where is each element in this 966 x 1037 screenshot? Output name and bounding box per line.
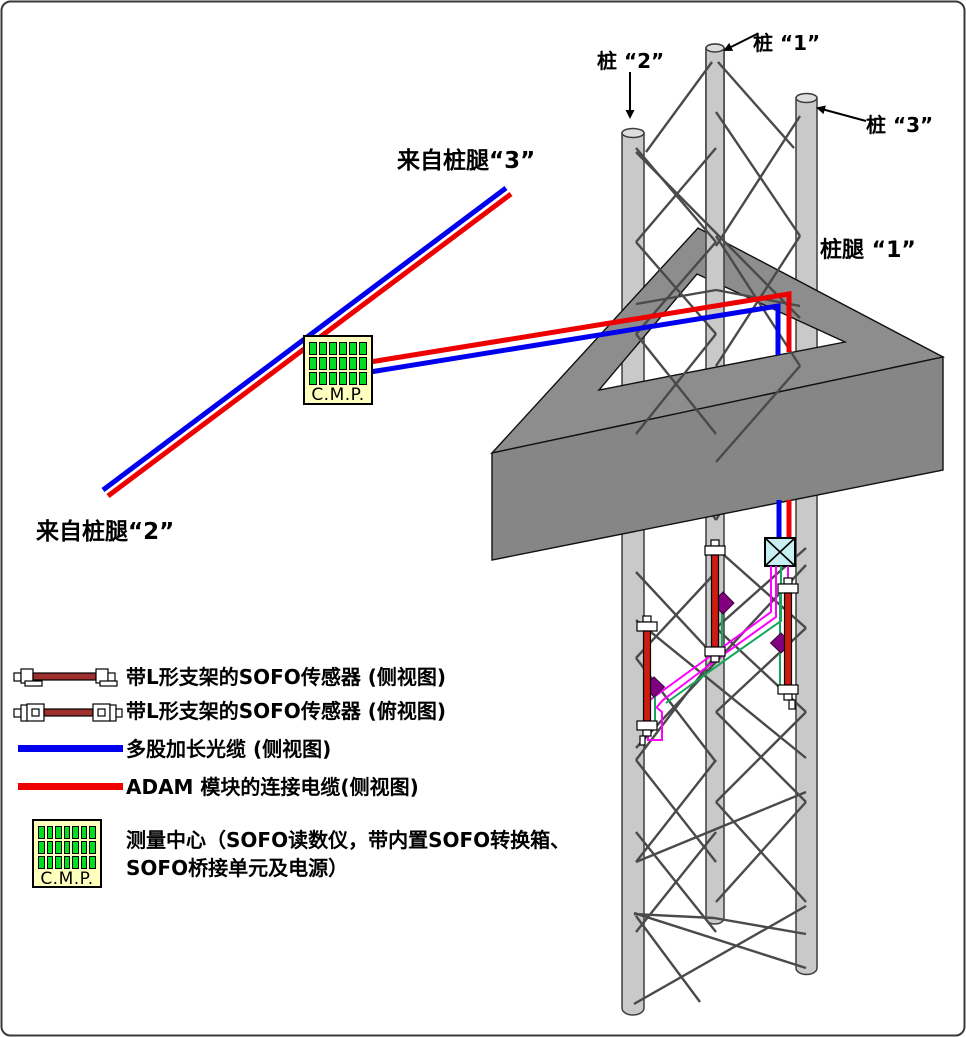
pile-2-label: 桩 “2”	[597, 49, 665, 73]
from-pile-leg-3-label: 来自桩腿“3”	[397, 148, 536, 174]
pile-3	[795, 92, 818, 976]
cable-risers-below-plate	[776, 500, 792, 542]
cmp-grid	[309, 342, 367, 385]
pile-3-arrow	[816, 105, 867, 122]
cmp-box: C.M.P.	[303, 335, 373, 405]
legend-label-fiber: 多股加长光缆 (侧视图)	[126, 737, 332, 761]
fiber-cable-icon	[18, 745, 123, 752]
sofo-sensor-left	[636, 615, 658, 746]
legend-label-cmp: 测量中心（SOFO读数仪，带内置SOFO转换箱、 SOFO桥接单元及电源）	[126, 828, 571, 880]
legend-cmp-label: C.M.P.	[40, 869, 94, 889]
cmp-box-label: C.M.P.	[311, 385, 365, 405]
sofo-sensor-side-view-icon	[13, 668, 118, 687]
sofo-sensor-right	[777, 577, 799, 710]
pile-2	[621, 127, 645, 1016]
lattice-bracing-lower	[633, 364, 808, 1006]
junction-box	[764, 537, 796, 567]
legend-label-adam: ADAM 模块的连接电缆(侧视图)	[126, 775, 419, 799]
legend-label-sensor-top: 带L形支架的SOFO传感器 (俯视图)	[126, 699, 447, 723]
label-arrows	[625, 33, 867, 122]
legend-label-sensor-side: 带L形支架的SOFO传感器 (侧视图)	[126, 665, 447, 689]
pile-1-upper	[705, 43, 725, 303]
sofo-sensor-top-view-icon	[13, 703, 123, 722]
pile-3-label: 桩 “3”	[866, 113, 934, 137]
pile-1-arrow	[723, 33, 758, 51]
from-pile-leg-2-label: 来自桩腿“2”	[36, 519, 175, 545]
legend-cmp-grid	[38, 826, 96, 869]
sofo-sensor-middle	[704, 539, 726, 663]
pile-leg-1-label: 桩腿 “1”	[820, 238, 916, 263]
pile-1-label: 桩 “1”	[753, 31, 821, 55]
cmp-box-icon: C.M.P.	[32, 819, 102, 889]
fiber-cable-to-tower	[369, 303, 781, 375]
adam-cable-icon	[18, 783, 123, 790]
adam-cable-to-tower	[369, 291, 792, 365]
